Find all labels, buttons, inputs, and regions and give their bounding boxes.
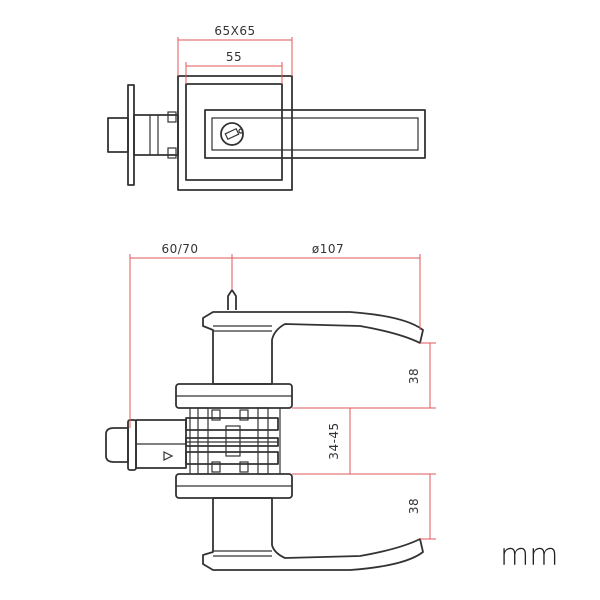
latch-bolt-side [105, 427, 129, 463]
lower-lever [202, 497, 424, 571]
dim-rose-inner: 55 [226, 50, 242, 64]
latch-faceplate-side [127, 419, 137, 471]
dim-lever-length: ø107 [312, 242, 344, 256]
lever-top-view [204, 109, 426, 159]
top-view: 65X65 55 [107, 24, 426, 191]
square-rose-outer [177, 75, 293, 191]
dim-plate-size: 65X65 [214, 24, 255, 38]
square-rose-inner [185, 83, 283, 181]
unit-label: mm [500, 538, 559, 573]
dim-backset: 60/70 [161, 242, 198, 256]
key-cylinder [220, 122, 244, 146]
upper-lever [202, 311, 424, 385]
dim-door-thickness: 34-45 [327, 422, 341, 459]
side-view: 60/70 ø107 38 34-45 38 [105, 242, 436, 571]
latch-body-top [133, 114, 179, 156]
dim-lever-height-bottom: 38 [407, 498, 421, 514]
dim-lever-height-top: 38 [407, 368, 421, 384]
latch-bolt-top [107, 117, 129, 153]
chassis [185, 407, 281, 475]
